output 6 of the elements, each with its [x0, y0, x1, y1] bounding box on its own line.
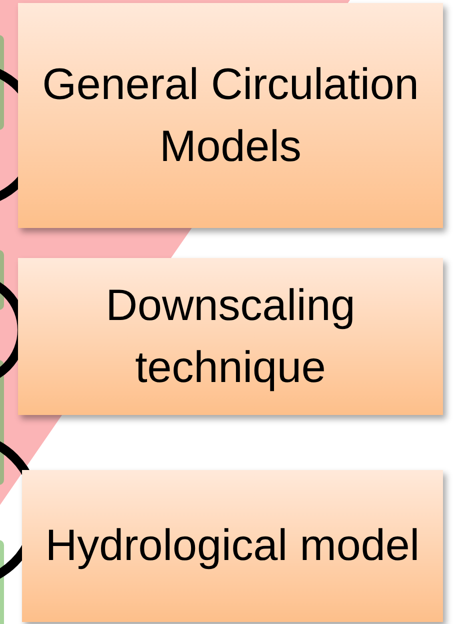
process-box — [18, 3, 443, 228]
step-label: Hydrological model — [45, 521, 420, 570]
step-label: Downscaling technique — [106, 280, 356, 392]
process-box — [22, 470, 443, 622]
process-box — [18, 258, 443, 415]
step-label: General Circulation Models — [42, 60, 419, 170]
